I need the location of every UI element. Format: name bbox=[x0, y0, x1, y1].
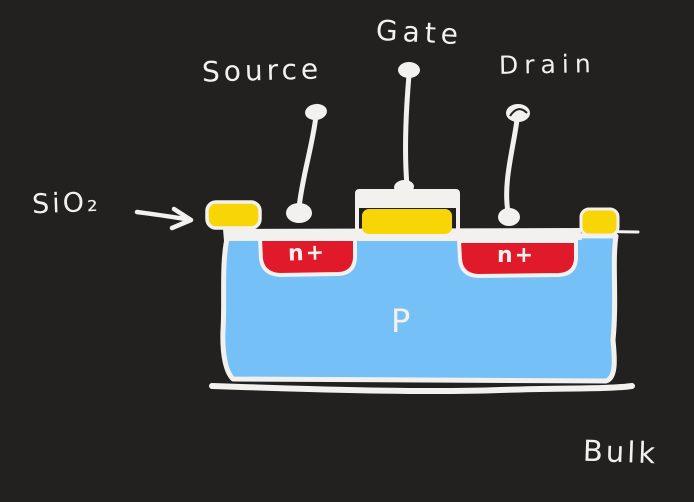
nplus-label-source: n+ bbox=[287, 240, 327, 267]
sio2-label: SiO₂ bbox=[31, 186, 102, 221]
source-label: Source bbox=[201, 52, 323, 89]
bulk-label: Bulk bbox=[582, 433, 659, 471]
gate-contact-dot bbox=[394, 179, 414, 195]
field-oxide-right bbox=[579, 207, 620, 237]
sio2-arrow bbox=[134, 206, 194, 231]
gate-oxide bbox=[362, 209, 452, 234]
source-contact-wire bbox=[286, 103, 327, 223]
drain-nplus-region bbox=[457, 239, 578, 278]
nplus-label-drain: n+ bbox=[497, 243, 536, 268]
gate-label: Gate bbox=[375, 13, 464, 52]
drain-terminal-scribble bbox=[509, 108, 528, 117]
drain-contact-dot bbox=[498, 208, 520, 226]
p-substrate-label: P bbox=[391, 302, 411, 340]
gate-terminal-dot bbox=[398, 62, 420, 78]
source-nplus-region bbox=[258, 237, 357, 277]
gate-contact-wire bbox=[394, 62, 420, 195]
drain-contact-wire bbox=[498, 104, 530, 226]
source-terminal-dot bbox=[305, 103, 327, 121]
substrate-base-line bbox=[209, 383, 635, 395]
field-oxide-left bbox=[205, 200, 262, 230]
source-contact-dot bbox=[286, 203, 312, 223]
drain-terminal-dot bbox=[506, 104, 530, 122]
drain-label: Drain bbox=[498, 49, 597, 80]
gate-metal-cap bbox=[357, 191, 458, 208]
gate-stack bbox=[355, 189, 460, 241]
